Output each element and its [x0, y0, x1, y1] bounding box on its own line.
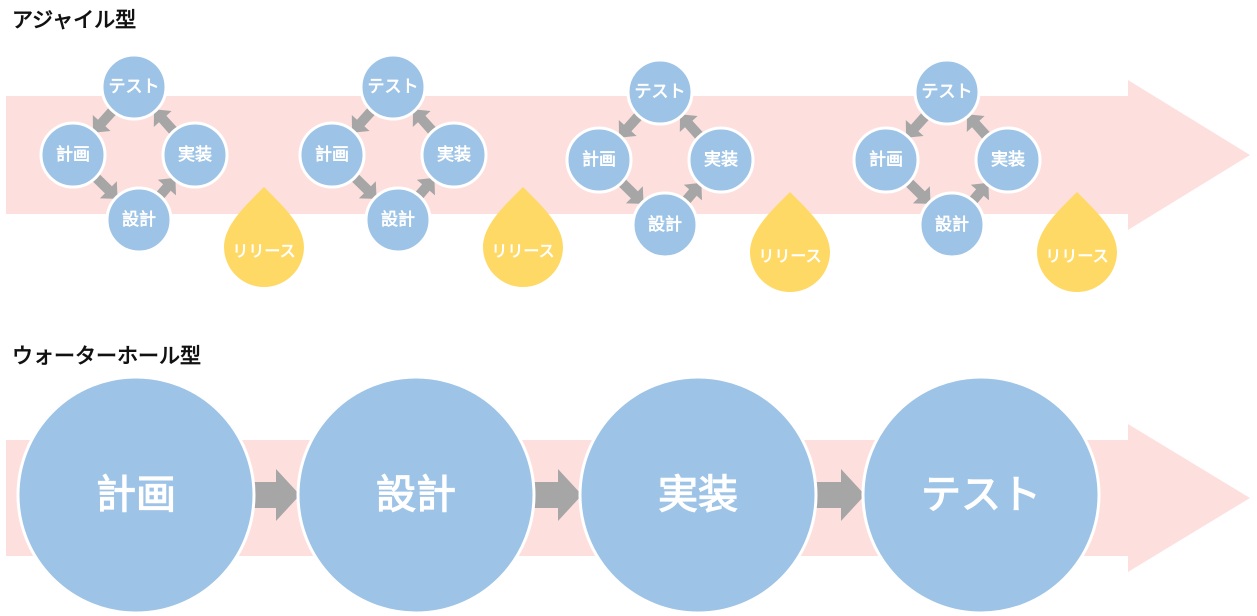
- implement-node: [687, 126, 755, 194]
- test-node: [100, 53, 168, 121]
- cycle-arrow: [966, 114, 992, 141]
- cycle-arrow: [92, 106, 118, 133]
- node-label: テスト: [635, 82, 686, 102]
- implement-node: [420, 121, 488, 189]
- design-node: [631, 191, 699, 259]
- cycle-arrow: [618, 111, 644, 138]
- node-label: テスト: [368, 77, 419, 97]
- cycle-arrow: [905, 111, 931, 138]
- phase-node: [861, 375, 1101, 615]
- node-label: 計画: [315, 144, 349, 165]
- cycle-arrow: [90, 172, 118, 199]
- plan-node: [565, 126, 633, 194]
- cycle-arrow: [412, 109, 438, 136]
- test-node: [626, 58, 694, 126]
- test-node: [913, 58, 981, 126]
- plan-node: [298, 121, 366, 189]
- agile-section-title: アジャイル型: [12, 8, 137, 32]
- design-node: [105, 186, 173, 254]
- agile-diagram: テスト計画実装設計リリーステスト計画実装設計リリーステスト計画実装設計リリーステ…: [6, 53, 1250, 292]
- phase-label: 計画: [96, 472, 176, 518]
- waterfall-section-title: ウォーターホール型: [12, 344, 201, 368]
- release-drop: [483, 187, 563, 287]
- phase-node: [16, 375, 256, 615]
- node-label: 設計: [122, 209, 156, 230]
- cycle-arrow: [903, 177, 931, 204]
- node-label: 計画: [56, 144, 90, 165]
- node-label: 実装: [437, 144, 471, 165]
- release-label: リリース: [1045, 247, 1108, 266]
- design-node: [918, 191, 986, 259]
- cycle-arrow: [349, 172, 377, 199]
- waterfall-diagram: 計画 設計 実装 テスト: [6, 375, 1250, 615]
- node-label: 実装: [991, 149, 1025, 170]
- plan-node: [852, 126, 920, 194]
- node-label: テスト: [109, 77, 160, 97]
- node-label: 設計: [935, 214, 969, 235]
- cycle-arrow: [616, 177, 644, 204]
- release-label: リリース: [232, 242, 295, 261]
- node-label: 計画: [869, 149, 903, 170]
- cycle-arrow: [153, 109, 179, 136]
- release-label: リリース: [758, 247, 821, 266]
- node-label: テスト: [922, 82, 973, 102]
- phase-label: テスト: [921, 472, 1041, 518]
- node-label: 計画: [582, 149, 616, 170]
- node-label: 設計: [648, 214, 682, 235]
- phase-arrow: [250, 469, 300, 521]
- plan-node: [39, 121, 107, 189]
- phase-arrow: [812, 469, 865, 521]
- release-drop: [1037, 192, 1117, 292]
- implement-node: [161, 121, 229, 189]
- release-drop: [750, 192, 830, 292]
- phase-label: 設計: [376, 472, 456, 518]
- cycle-arrow: [679, 114, 705, 141]
- implement-node: [974, 126, 1042, 194]
- release-label: リリース: [491, 242, 554, 261]
- phase-node: [296, 375, 536, 615]
- node-label: 実装: [704, 149, 738, 170]
- node-label: 設計: [381, 209, 415, 230]
- design-node: [364, 186, 432, 254]
- cycle-arrow: [351, 106, 377, 133]
- phase-arrow: [530, 469, 582, 521]
- phase-label: 実装: [658, 472, 738, 518]
- test-node: [359, 53, 427, 121]
- release-drop: [224, 187, 304, 287]
- node-label: 実装: [178, 144, 212, 165]
- phase-node: [578, 375, 818, 615]
